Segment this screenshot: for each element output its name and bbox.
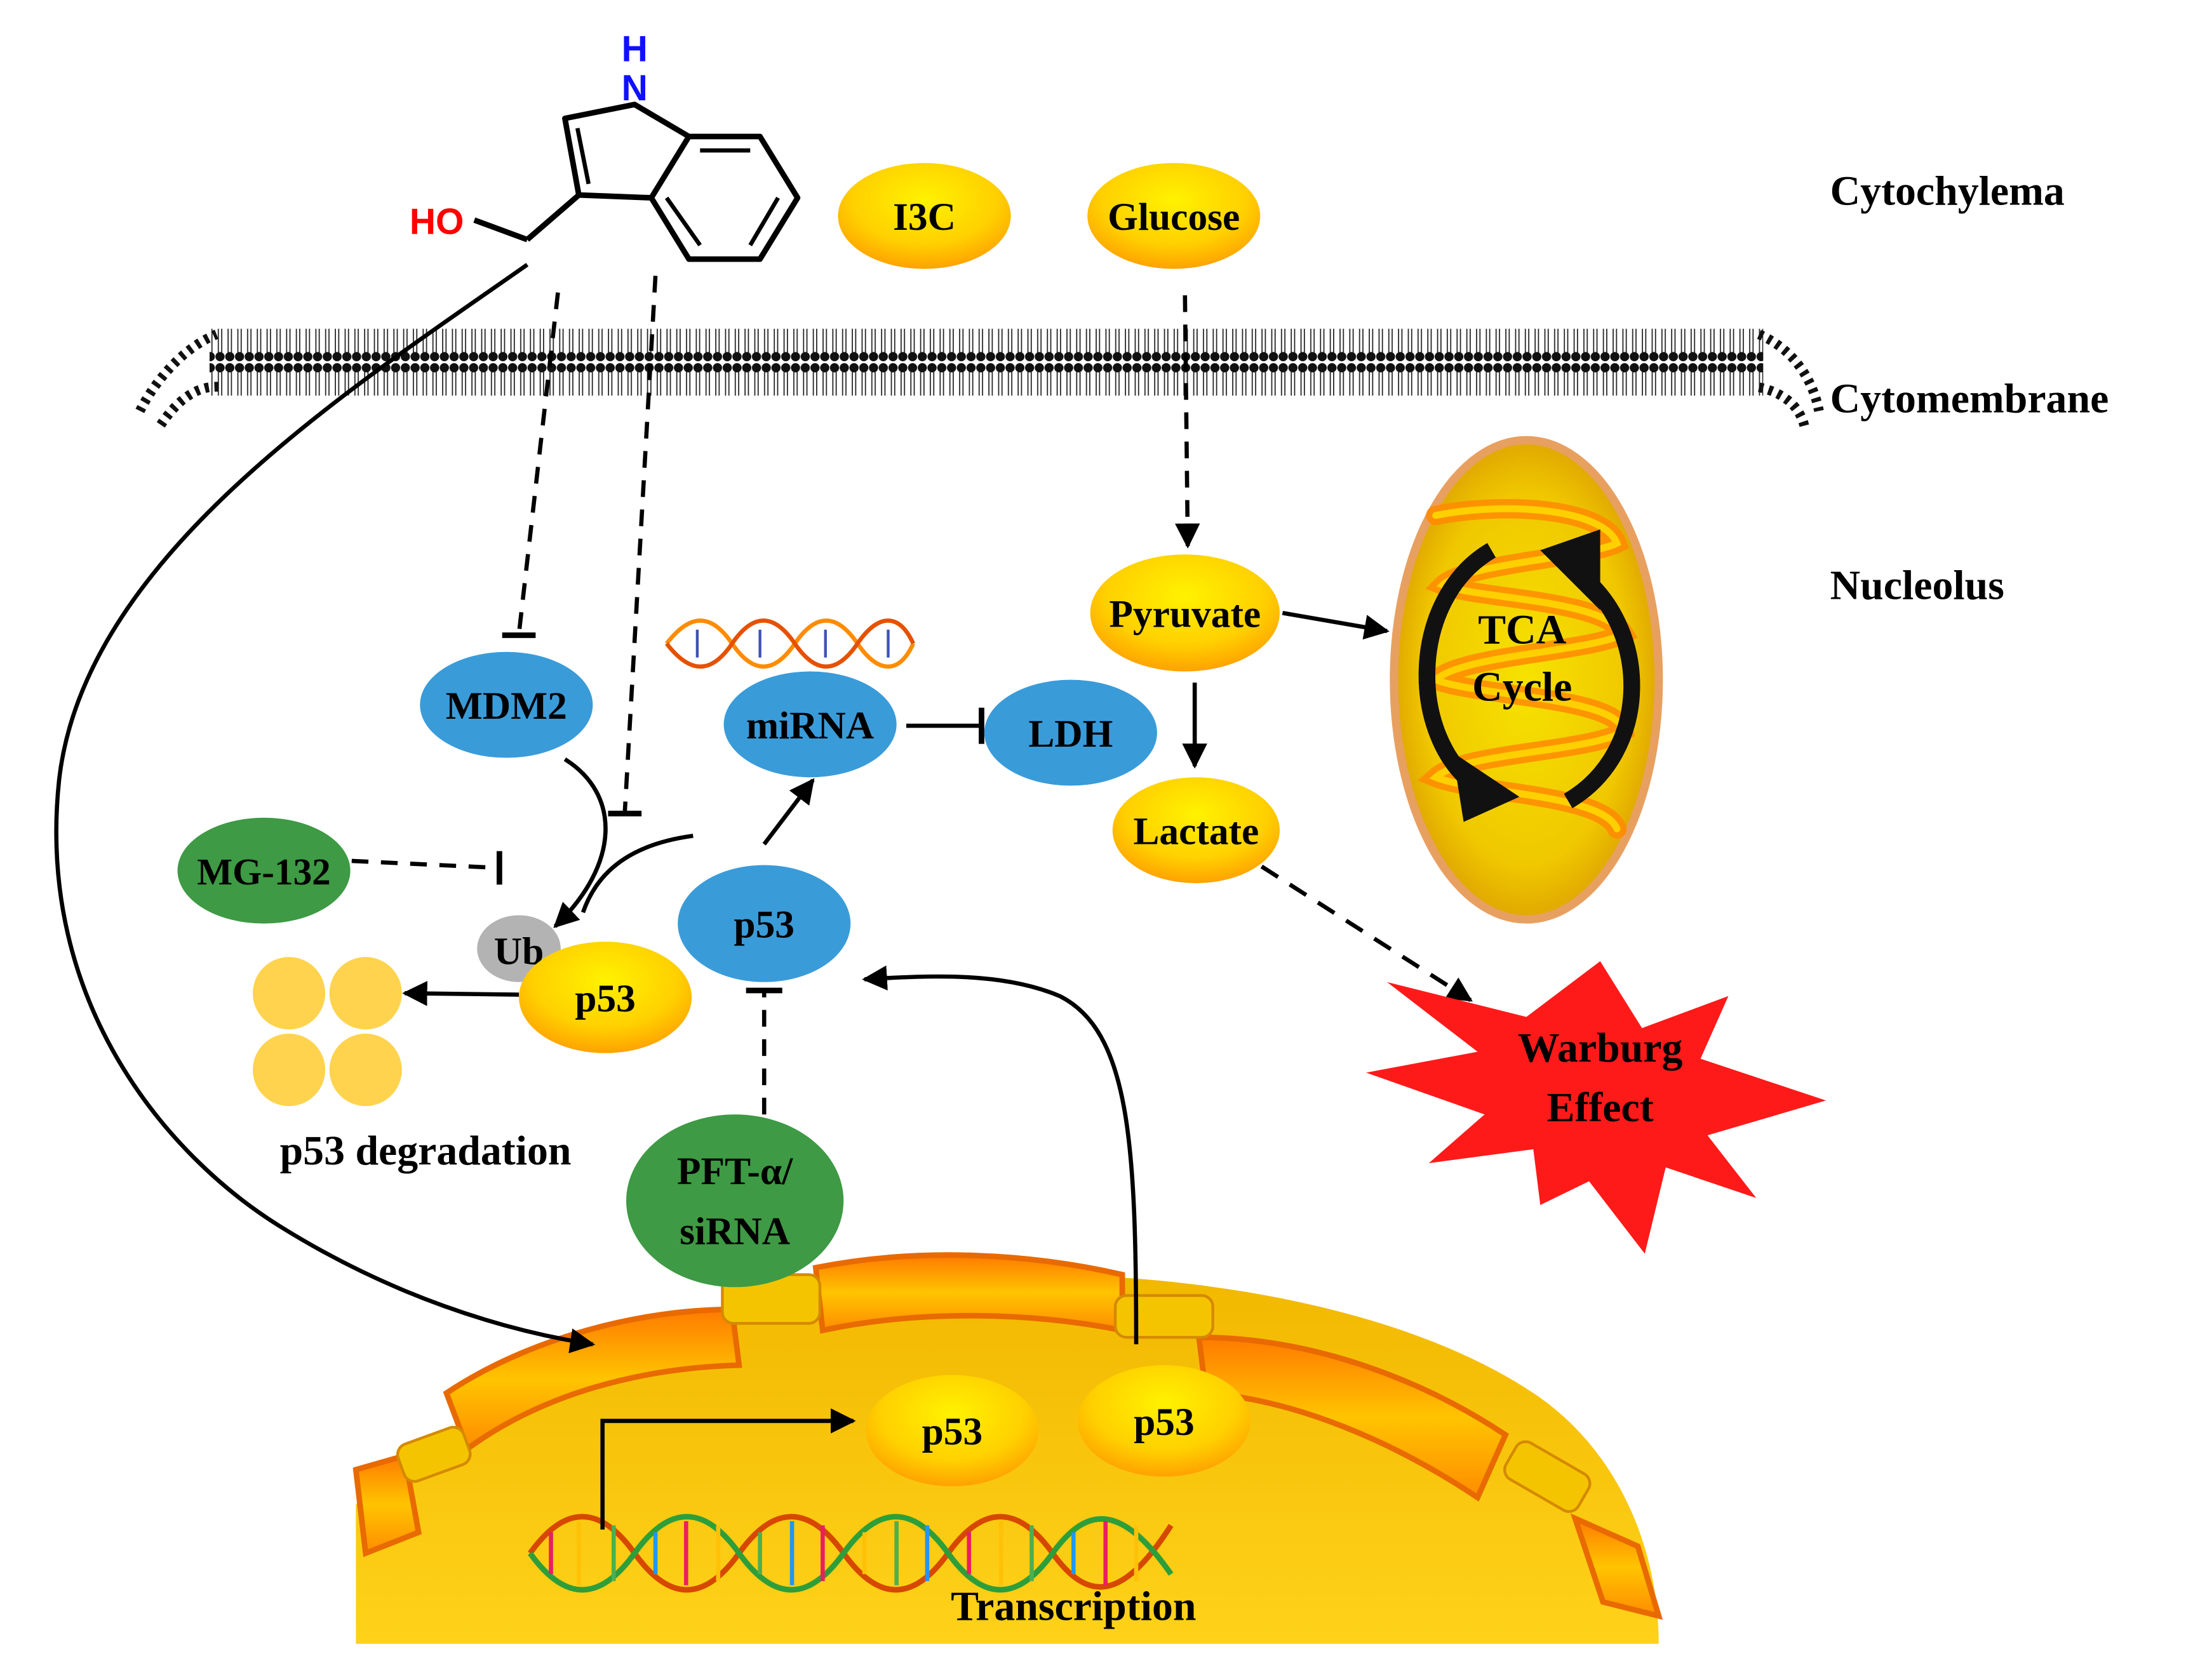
node-p53-nucleus-1: p53 xyxy=(866,1375,1039,1487)
molecule-h-label: H xyxy=(622,29,648,70)
svg-text:siRNA: siRNA xyxy=(680,1210,790,1253)
pathway-connectors xyxy=(54,263,1473,1530)
p53-to-degradation-arrow xyxy=(402,981,520,1006)
tca-label-line2: Cycle xyxy=(1472,664,1572,710)
node-i3c: I3C xyxy=(838,163,1011,269)
pyruvate-to-tca-arrow xyxy=(1282,611,1390,640)
node-mirna: miRNA xyxy=(723,671,897,778)
svg-text:p53: p53 xyxy=(734,903,795,947)
svg-text:miRNA: miRNA xyxy=(746,704,874,747)
svg-text:MDM2: MDM2 xyxy=(446,684,567,728)
node-glucose: Glucose xyxy=(1087,163,1261,269)
node-p53-ubiquitinated: p53 xyxy=(519,942,692,1053)
svg-text:p53: p53 xyxy=(922,1410,983,1453)
mitochondrion: TCA Cycle xyxy=(1390,436,1663,924)
i3c-to-nucleus-arrow xyxy=(54,263,596,1354)
node-ldh: LDH xyxy=(984,679,1157,786)
svg-text:I3C: I3C xyxy=(893,196,956,239)
dna-helix xyxy=(528,1514,1174,1593)
svg-text:p53: p53 xyxy=(575,977,636,1020)
svg-text:Glucose: Glucose xyxy=(1108,196,1240,239)
mdm2-to-ub-arrow xyxy=(553,757,608,928)
tca-label-line1: TCA xyxy=(1478,607,1566,653)
molecule-n-label: N xyxy=(622,68,648,109)
nuclear-envelope xyxy=(352,1252,1663,1620)
svg-text:Pyruvate: Pyruvate xyxy=(1109,592,1261,636)
warburg-effect-burst: Warburg Effect xyxy=(1366,961,1827,1254)
node-p53-nucleus-2: p53 xyxy=(1077,1365,1251,1477)
transcription-label: Transcription xyxy=(951,1583,1196,1630)
region-label-nucleolus: Nucleolus xyxy=(1830,562,2004,608)
mg132-inhibits-line xyxy=(351,858,499,870)
node-mg132: MG-132 xyxy=(177,817,351,924)
region-label-cytochylema: Cytochylema xyxy=(1830,168,2065,215)
molecule-ho-label: HO xyxy=(410,202,464,243)
svg-text:LDH: LDH xyxy=(1028,712,1113,756)
p53-degradation-label: p53 degradation xyxy=(280,1128,572,1174)
node-p53-cytoplasm: p53 xyxy=(678,865,851,982)
mirna-helix-icon xyxy=(665,618,915,669)
svg-text:Lactate: Lactate xyxy=(1133,810,1259,853)
warburg-label-line2: Effect xyxy=(1547,1084,1654,1131)
p53-to-mirna-arrow xyxy=(762,778,815,846)
p53-degradation-fragments xyxy=(253,957,402,1107)
transcription-arrow xyxy=(600,1408,856,1530)
i3c-inhibits-ubiquitination-line xyxy=(622,276,658,813)
warburg-label-line1: Warburg xyxy=(1518,1025,1683,1071)
svg-text:MG-132: MG-132 xyxy=(197,851,331,893)
nuclear-p53-export-arrow xyxy=(862,965,1139,1345)
lactate-to-warburg-arrow xyxy=(1260,864,1473,1003)
node-pft-sirna: PFT-α/ siRNA xyxy=(626,1114,844,1288)
i3c-molecule-structure xyxy=(473,102,801,262)
glucose-to-pyruvate-arrow xyxy=(1175,295,1200,549)
svg-text:p53: p53 xyxy=(1134,1401,1195,1444)
node-lactate: Lactate xyxy=(1112,777,1280,884)
cell-membrane xyxy=(135,324,1824,430)
node-pyruvate: Pyruvate xyxy=(1090,554,1280,672)
svg-text:PFT-α/: PFT-α/ xyxy=(677,1150,793,1193)
region-label-cytomembrane: Cytomembrane xyxy=(1830,375,2109,422)
node-mdm2: MDM2 xyxy=(420,651,593,758)
